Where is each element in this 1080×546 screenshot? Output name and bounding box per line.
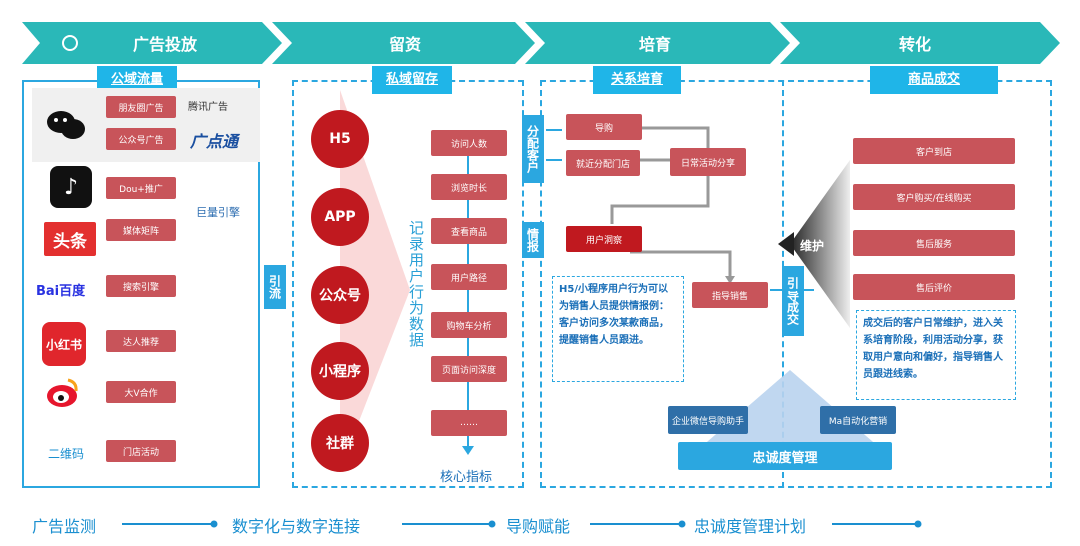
- toutiao-icon: 头条: [44, 222, 96, 256]
- core-metric-label: 核心指标: [440, 470, 493, 485]
- nearby-store-box: 就近分配门店: [566, 150, 640, 176]
- xiaohongshu-icon: 小红书: [42, 322, 86, 366]
- deal-purchase: 客户购买/在线购买: [853, 184, 1015, 210]
- user-insight-box: 用户洞察: [566, 226, 642, 252]
- bottom-guide: 导购赋能: [506, 517, 571, 536]
- daily-share-box: 日常活动分享: [670, 148, 746, 176]
- wecom-assistant: 企业微信导购助手: [668, 406, 748, 434]
- metric-visitors: 访问人数: [431, 130, 507, 156]
- nurture-panel: [540, 80, 1052, 488]
- douyin-icon: ♪: [50, 166, 92, 208]
- guide-purchase-box: 导购: [566, 114, 642, 140]
- ma-automation: Ma自动化营销: [820, 406, 896, 434]
- community-circle: 社群: [311, 414, 369, 472]
- maintain-label: 维护: [800, 239, 825, 253]
- media-matrix: 媒体矩阵: [106, 219, 176, 241]
- maintain-cone: [778, 160, 850, 328]
- bottom-ad-monitor: 广告监测: [32, 517, 97, 536]
- deal-after-sales: 售后服务: [853, 230, 1015, 256]
- wechat-official-ad: 公众号广告: [106, 128, 176, 150]
- bottom-digital: 数字化与数字连接: [232, 517, 361, 536]
- deal-title: 商品成交: [870, 66, 998, 94]
- bottom-loyalty: 忠诚度管理计划: [694, 517, 807, 536]
- metric-duration: 浏览时长: [431, 174, 507, 200]
- weibo-icon: [46, 376, 80, 410]
- metric-user-path: 用户路径: [431, 264, 507, 290]
- h5-circle: H5: [311, 110, 369, 168]
- private-title: 私域留存: [372, 66, 452, 94]
- tencent-ad-logo: 腾讯广告: [188, 102, 228, 113]
- wechat-moments-ad: 朋友圈广告: [106, 96, 176, 118]
- miniprogram-circle: 小程序: [311, 342, 369, 400]
- metric-view-product: 查看商品: [431, 218, 507, 244]
- intel-report-box: 情报: [522, 222, 544, 258]
- app-circle: APP: [311, 188, 369, 246]
- wechat-icon: [46, 108, 86, 142]
- baidu-logo: Bai百度: [36, 284, 86, 299]
- record-behavior-text: 记录用户行为数据: [407, 220, 425, 348]
- metric-cart: 购物车分析: [431, 312, 507, 338]
- metric-depth: 页面访问深度: [431, 356, 507, 382]
- stage-banner: [22, 22, 1060, 64]
- stage-retain: 留资: [388, 35, 421, 54]
- guangdiantong-logo: 广点通: [190, 132, 239, 151]
- deal-note: 成交后的客户日常维护，进入关系培育阶段，利用活动分享，获取用户意向和偏好，指导销…: [856, 310, 1016, 400]
- metrics-arrow: [462, 446, 474, 455]
- guide-deal-arrow: [770, 289, 814, 291]
- deal-review: 售后评价: [853, 274, 1015, 300]
- deal-store-visit: 客户到店: [853, 138, 1015, 164]
- guide-sales-box: 指导销售: [692, 282, 768, 308]
- search-engine: 搜索引擎: [106, 275, 176, 297]
- bottom-timeline: [122, 520, 922, 528]
- nurture-title: 关系培育: [593, 66, 681, 94]
- loyalty-management: 忠诚度管理: [678, 442, 892, 470]
- stage-nurture: 培育: [638, 35, 671, 54]
- guide-flow-box: 引流: [264, 265, 286, 309]
- official-account-circle: 公众号: [311, 266, 369, 324]
- ocean-engine-logo: 巨量引擎: [196, 206, 240, 219]
- nurture-flow-lines: [546, 126, 735, 284]
- stage-convert: 转化: [898, 35, 931, 54]
- nurture-note: H5/小程序用户行为可以为销售人员提供情报例：客户访问多次某款商品，提醒销售人员…: [552, 276, 684, 382]
- stage-ad: 广告投放: [132, 35, 197, 54]
- qrcode-label: 二维码: [48, 447, 85, 461]
- influencer-recommend: 达人推荐: [106, 330, 176, 352]
- douyin-promo: Dou+推广: [106, 177, 176, 199]
- store-activity: 门店活动: [106, 440, 176, 462]
- assign-customer-box: 分配客户: [522, 115, 544, 183]
- metric-more: ……: [431, 410, 507, 436]
- bigv-cooperation: 大V合作: [106, 381, 176, 403]
- clock-icon: [62, 35, 78, 51]
